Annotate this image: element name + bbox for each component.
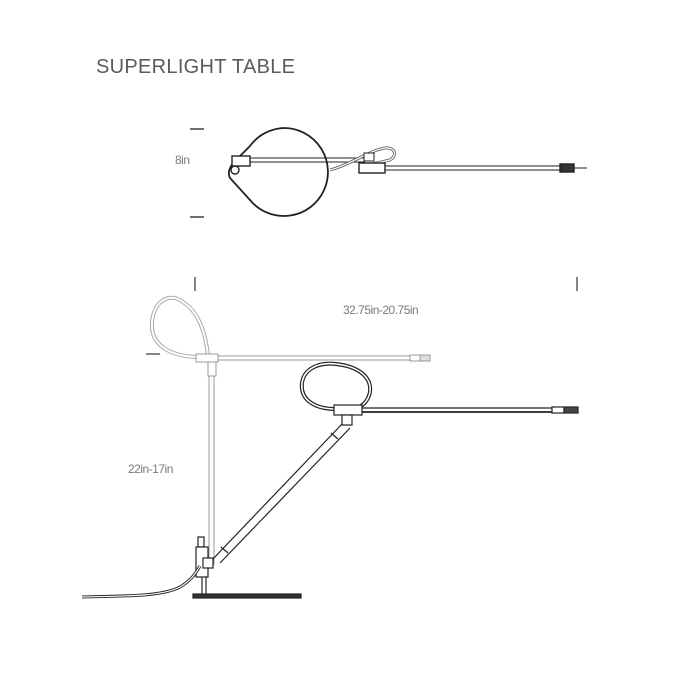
head-joint	[231, 155, 251, 167]
drawing-title: SUPERLIGHT TABLE	[96, 56, 296, 78]
dimension-reach: 32.75in-20.75in	[343, 303, 419, 317]
lamp-extended-ghost	[149, 295, 431, 565]
power-cord	[81, 565, 202, 599]
lamp-head-disc	[227, 127, 329, 217]
dimension-8in: 8in	[175, 153, 190, 167]
arm-joint	[358, 162, 386, 174]
base-plate	[192, 593, 302, 599]
lamp-lowered	[81, 361, 579, 599]
arm-joint	[333, 404, 363, 416]
pivot-icon	[230, 165, 240, 175]
top-view	[190, 127, 587, 218]
led-tip	[563, 406, 579, 414]
led-tip	[559, 163, 575, 173]
side-view	[81, 277, 579, 599]
dimension-height: 22in-17in	[128, 462, 173, 476]
